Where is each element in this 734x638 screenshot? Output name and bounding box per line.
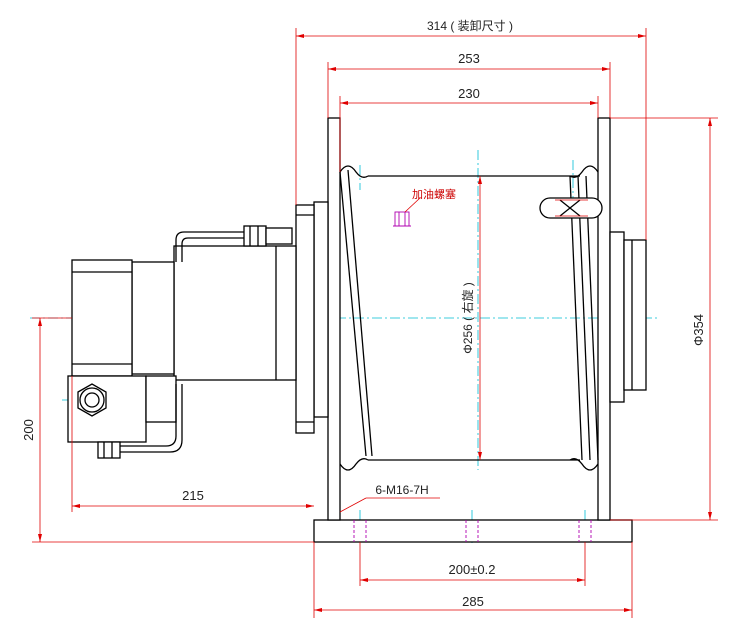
dimension-lines	[32, 28, 718, 618]
dim-hole-spacing-label: 200±0.2	[449, 562, 496, 577]
motor-assembly	[67, 225, 297, 459]
dim-flange-diameter-label: Φ354	[691, 314, 706, 346]
oil-plug: 加油螺塞	[393, 187, 456, 227]
base-plate	[313, 519, 633, 543]
right-flange	[597, 117, 647, 521]
drum	[339, 165, 603, 471]
oil-plug-label: 加油螺塞	[412, 187, 456, 201]
dimension-labels: 314 ( 装卸尺寸 ) 253 230 Φ256 ( 右旋 ) Φ354 20…	[21, 18, 706, 609]
dim-230-label: 230	[458, 86, 480, 101]
dim-215-label: 215	[182, 488, 204, 503]
dim-285-label: 285	[462, 594, 484, 609]
left-flange	[295, 117, 341, 521]
dim-200-height-label: 200	[21, 419, 36, 441]
dim-314-label: 314 ( 装卸尺寸 )	[427, 18, 513, 33]
dim-bolt-holes-label: 6-M16-7H	[375, 483, 428, 497]
dim-253-label: 253	[458, 51, 480, 66]
dim-drum-diameter-label: Φ256 ( 右旋 )	[460, 282, 475, 354]
